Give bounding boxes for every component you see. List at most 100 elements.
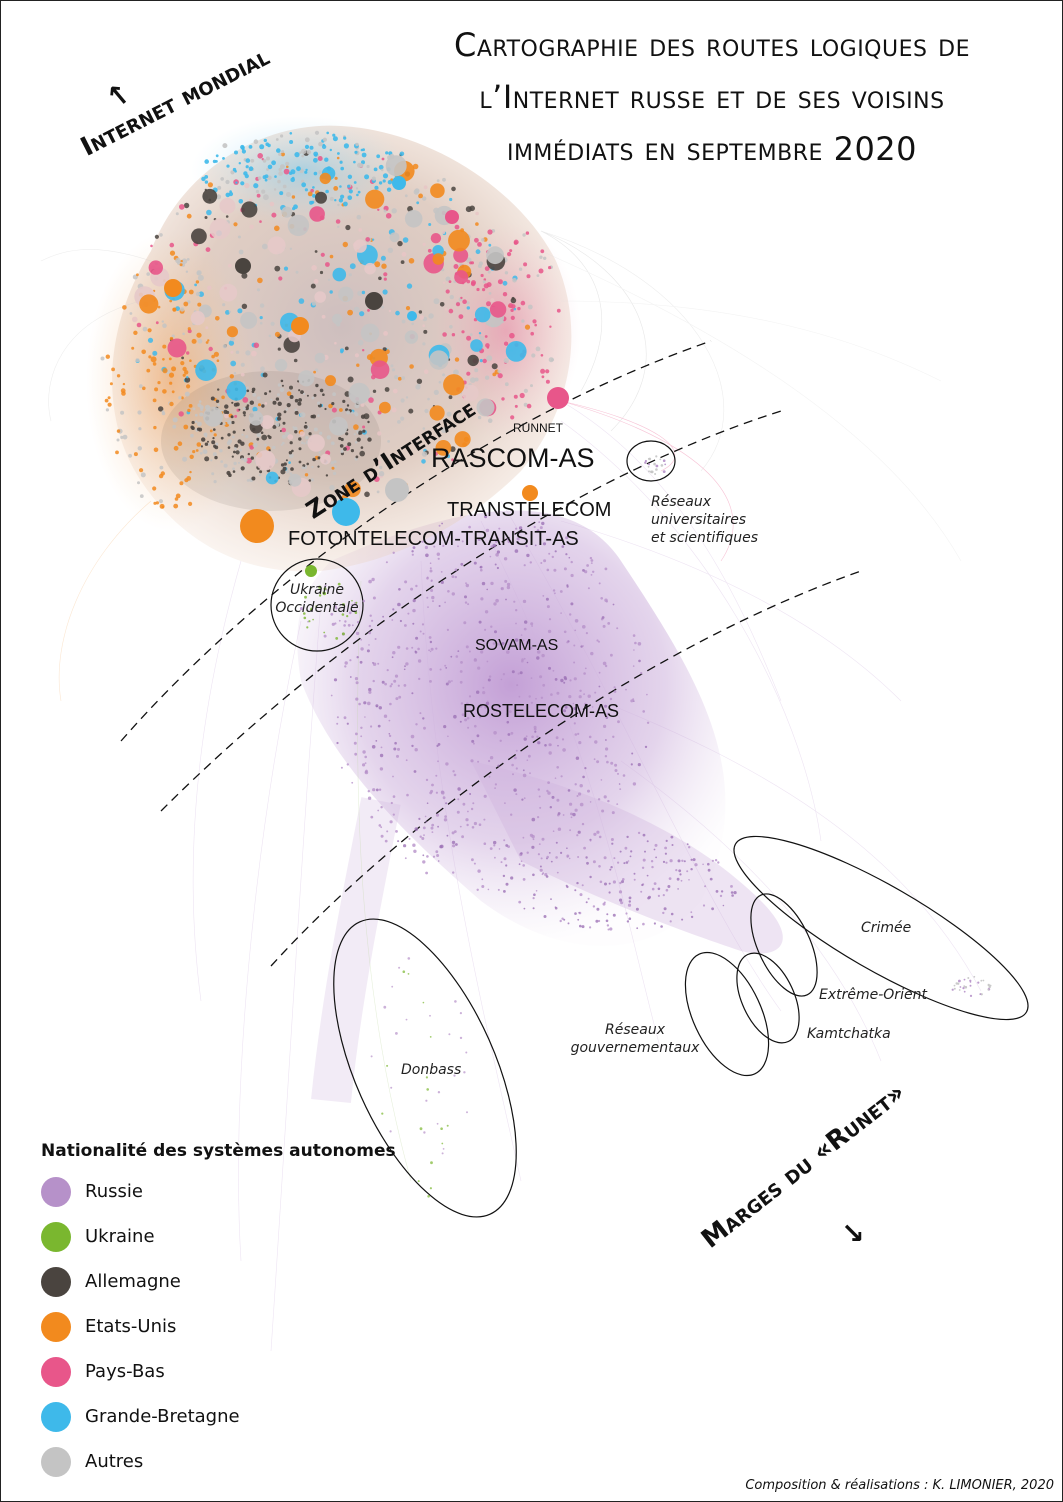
as-node [644,745,648,749]
as-node [678,869,682,873]
as-node [577,732,580,736]
as-node [354,441,358,444]
as-node [523,402,528,407]
as-node [190,311,205,326]
as-node [497,764,500,767]
as-node [468,695,472,698]
as-node [600,779,603,781]
as-node [477,760,480,763]
as-node [416,201,420,205]
as-node [246,386,249,389]
as-node [278,152,282,156]
as-node [330,461,335,465]
as-node [493,731,497,735]
as-node [423,726,426,730]
as-node [466,1111,468,1114]
as-node [426,855,429,858]
as-node [368,579,372,584]
as-node [607,622,611,625]
as-node [535,890,538,892]
as-node [225,310,230,315]
as-node [429,1187,432,1190]
as-node [122,382,126,386]
as-node [542,595,545,597]
as-node [354,752,358,756]
as-node [556,766,559,769]
as-node [625,912,628,915]
as-node [515,609,518,612]
as-node [298,460,302,464]
as-node [424,815,427,818]
as-node [446,454,451,459]
as-node [628,896,632,900]
as-node [648,463,650,465]
as-node [359,450,366,457]
as-node [171,390,175,394]
as-node [303,442,306,445]
as-node [341,632,345,636]
as-node [338,436,342,441]
as-node [650,470,653,474]
as-node [332,267,347,282]
as-node [453,773,457,777]
as-node [619,898,623,902]
as-node [477,264,482,268]
as-node [152,486,157,491]
as-node [543,256,547,260]
as-node [188,501,193,506]
as-node [311,396,315,400]
as-node [221,395,225,400]
as-node [227,433,231,437]
as-node [582,775,585,779]
as-node [368,397,374,403]
as-node [277,416,282,421]
as-node [644,461,647,464]
as-node [133,452,138,457]
as-node [401,376,406,380]
as-node [545,369,550,374]
as-node [618,783,621,785]
as-node [323,631,326,634]
as-node [378,824,382,827]
as-node [715,890,719,893]
as-node [353,239,367,253]
as-node [343,716,347,720]
as-node [503,358,509,364]
as-node [575,542,578,545]
as-node [222,422,226,426]
as-node [231,420,235,425]
as-node [559,590,563,593]
as-node [382,615,384,618]
as-node [336,741,339,745]
as-node [465,1051,468,1054]
as-node [314,291,327,303]
as-node [437,825,439,828]
as-node [493,602,497,606]
as-node [610,866,613,869]
as-node [196,442,202,447]
as-node [137,446,142,451]
as-node [147,328,152,333]
as-node [484,628,487,631]
as-node [224,404,229,409]
as-node [264,392,268,396]
as-node [522,836,525,839]
as-node [590,651,594,656]
as-node [506,585,511,590]
as-node [268,435,272,440]
as-node [197,421,202,427]
as-node [638,659,641,663]
as-node [425,1076,428,1079]
as-node [354,150,358,154]
as-node [354,412,359,417]
as-node [237,235,241,239]
as-node [527,304,533,310]
as-node [430,826,434,830]
as-node [277,347,281,351]
as-node [543,559,547,563]
as-node [374,638,377,640]
as-node [380,255,386,261]
as-node [532,897,535,900]
as-node [213,444,217,448]
as-node [630,699,634,703]
